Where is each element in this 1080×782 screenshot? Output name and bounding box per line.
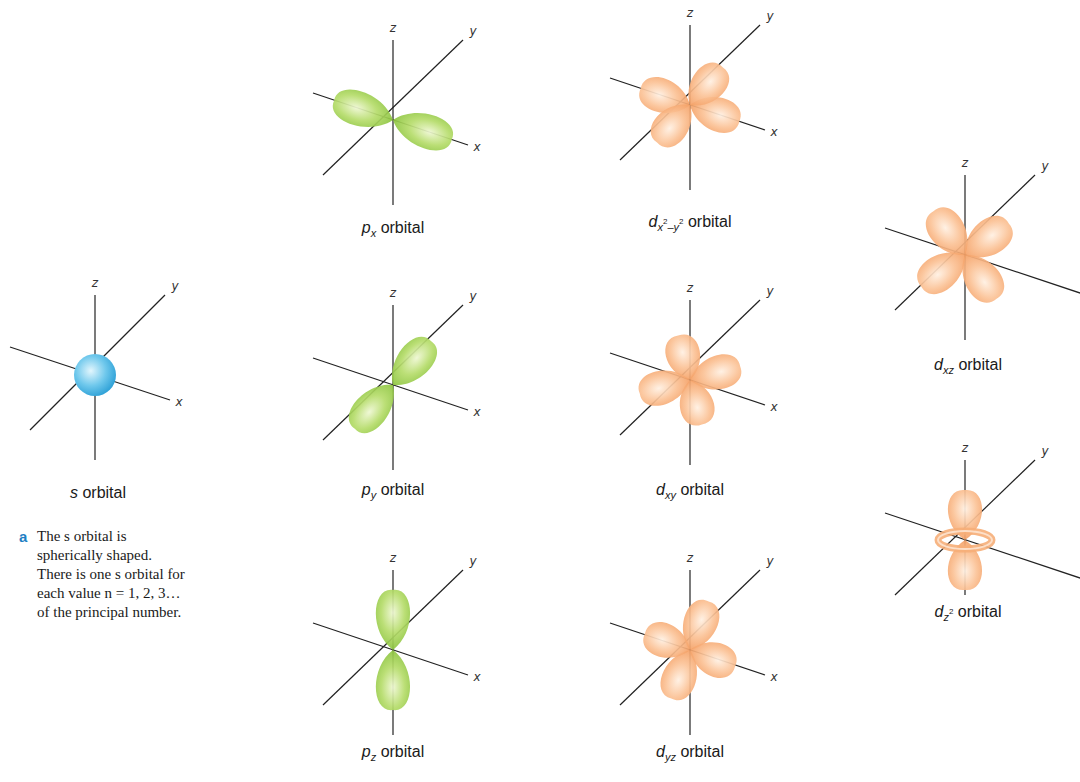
orbital-name: dyz orbital [656,743,724,761]
axis-label: z [687,282,693,296]
orbital-drawing-part [376,650,410,710]
axis-label: y [766,555,773,569]
orbital-drawing-part [885,513,1080,583]
axis-label: y [1041,160,1048,174]
axis-label: z [92,277,98,291]
axis-label: z [390,22,396,36]
orbital-drawing-part [392,40,393,205]
orbital-name: dxz orbital [934,356,1002,374]
orbital-drawing-part [313,40,468,205]
py-lobes [342,330,444,440]
orbital-drawing-part [376,590,410,650]
axis-label: x [473,671,480,685]
axis-label: y [766,285,773,299]
s-orbital-sphere [74,354,116,396]
axis-label: y [469,555,476,569]
axis-label: z [390,552,396,566]
axis-label: z [962,157,968,171]
orbital-drawing-part [885,175,1080,340]
orbital-name: s orbital [70,484,126,502]
orbital-drawing-part [610,25,765,190]
axis-label: x [770,401,777,415]
axis-label: y [469,25,476,39]
pz-lobes [376,590,410,710]
axis-label: y [469,290,476,304]
orbital-drawing-part [895,460,1035,595]
orbital-drawing-part [610,570,765,735]
orbital-drawing-part [885,460,1080,595]
orbital-name: dz2 orbital [935,603,1002,621]
orbital-name: px orbital [362,219,424,237]
orbital-drawing-part [10,347,170,400]
dz2-lobes [938,490,992,590]
axis-label: z [687,7,693,21]
axis-label: x [473,141,480,155]
axis-label: z [962,442,968,456]
orbital-name: pz orbital [362,743,424,761]
dxz-lobes [911,201,1020,310]
axes-group [10,25,1080,735]
orbital-drawing-part [938,531,992,549]
axis-label: x [175,396,182,410]
orbital-drawing-part [10,295,170,460]
axis-label: z [390,287,396,301]
orbital-drawing-part [329,84,399,136]
orbital-drawing-part [919,201,980,266]
dx2y2-lobes [635,56,745,154]
axis-label: x [473,406,480,420]
orbital-drawing-part [684,634,741,683]
orbital-name: py orbital [362,481,424,499]
orbital-drawing-part [342,374,406,440]
orbital-drawing-part [639,617,696,666]
dxy-lobes [635,331,745,429]
orbital-drawing-part [313,570,468,735]
orbital-drawing-part [610,300,765,465]
axis-label: y [766,10,773,24]
axis-label: z [687,552,693,566]
orbital-drawing-part [313,305,468,470]
orbital-drawing-part [30,295,165,430]
axis-label: x [770,671,777,685]
panel-caption: The s orbital is spherically shaped. The… [37,527,189,622]
orbital-name: dxy orbital [656,481,724,499]
orbital-drawing-part [673,376,718,429]
orbital-drawing-part [388,104,458,156]
axis-label: y [171,280,178,294]
orbital-drawing-part [644,94,703,154]
orbital-drawing-part [938,531,992,549]
axis-label: y [1041,445,1048,459]
orbital-name: dx2–y2 orbital [649,213,732,231]
axis-label: x [770,126,777,140]
dyz-lobes [639,595,741,705]
px-lobes [329,84,458,156]
panel-letter: a [19,527,27,546]
orbital-drawing-part [662,331,707,384]
